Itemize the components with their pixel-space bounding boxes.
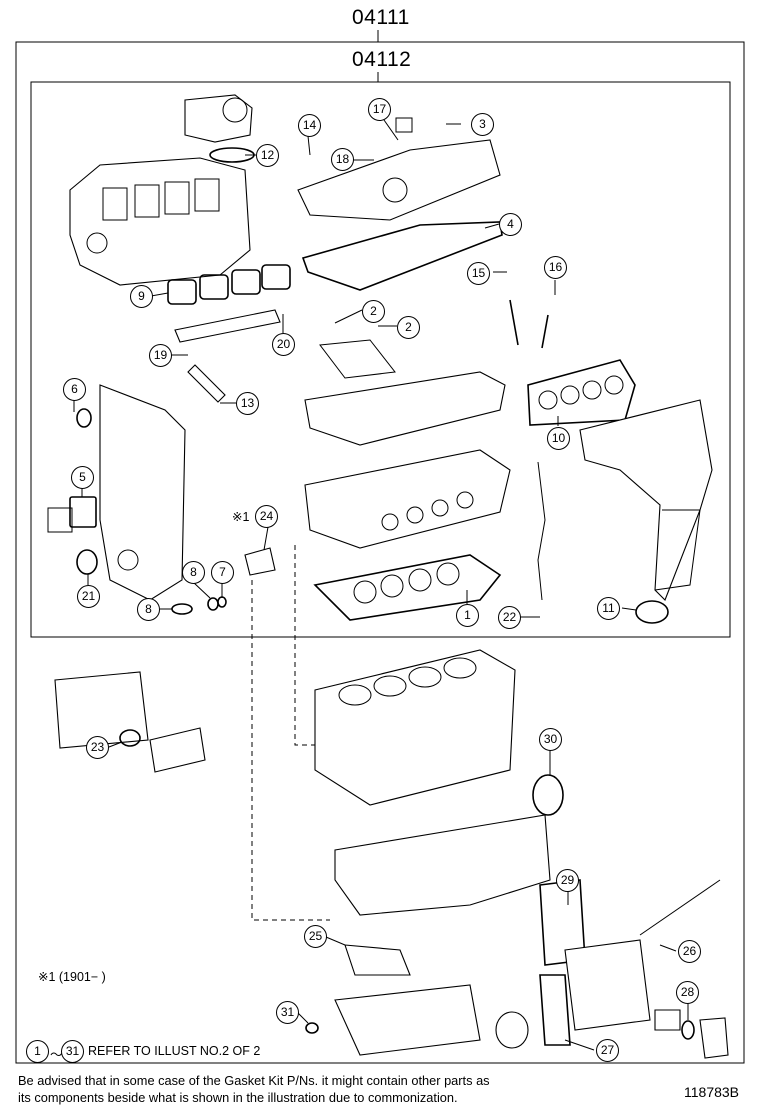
water-inlet-drawing	[699, 1017, 729, 1059]
callout-8[interactable]: 8	[182, 561, 205, 584]
throttle-body-drawing	[184, 94, 253, 143]
refer-range-sep: 〜	[50, 1048, 63, 1062]
refer-note: REFER TO ILLUST NO.2 OF 2	[88, 1044, 261, 1058]
seal-21-drawing	[76, 549, 98, 575]
o-ring-8-drawing	[171, 603, 193, 615]
water-pump-drawing	[564, 939, 651, 1031]
bracket-drawing	[149, 727, 206, 773]
gasket-5-drawing	[69, 496, 97, 528]
cylinder-block-drawing	[314, 649, 516, 806]
callout-20[interactable]: 20	[272, 333, 295, 356]
head-gasket-1-drawing	[313, 554, 502, 621]
callout-1[interactable]: 1	[456, 604, 479, 627]
pipe-26-drawing	[639, 879, 721, 936]
illustration-number: 118783B	[684, 1084, 740, 1100]
footer-advisory-line1: Be advised that in some case of the Gask…	[18, 1073, 490, 1088]
seal-23-drawing	[119, 729, 141, 747]
fuel-rail-drawing	[174, 309, 281, 343]
callout-28[interactable]: 28	[676, 981, 699, 1004]
camshaft-housing-drawing	[304, 339, 506, 446]
callout-24[interactable]: 24	[255, 505, 278, 528]
callout-9[interactable]: 9	[130, 285, 153, 308]
injector-drawing	[187, 364, 226, 403]
callout-29[interactable]: 29	[556, 869, 579, 892]
refer-range-end: 31	[61, 1040, 84, 1063]
intake-manifold-drawing	[69, 157, 251, 286]
callout-7[interactable]: 7	[211, 561, 234, 584]
valve-cover-drawing	[297, 117, 501, 221]
gasket-11-drawing	[635, 600, 669, 624]
callout-23[interactable]: 23	[86, 736, 109, 759]
callout-8b[interactable]: 8	[137, 598, 160, 621]
strainer-25-drawing	[344, 944, 411, 976]
cylinder-head-drawing	[304, 449, 511, 549]
callout-18[interactable]: 18	[331, 148, 354, 171]
callout-31[interactable]: 31	[276, 1001, 299, 1024]
callout-2[interactable]: 2	[362, 300, 385, 323]
callout-13[interactable]: 13	[236, 392, 259, 415]
callout-26[interactable]: 26	[678, 940, 701, 963]
inner-kit-frame	[30, 81, 731, 638]
exhaust-gasket-10-drawing	[527, 359, 636, 426]
inner-kit-number: 04112	[352, 48, 412, 71]
o-ring-8b-drawing	[207, 597, 219, 611]
callout-3[interactable]: 3	[471, 113, 494, 136]
refer-range-start: 1	[26, 1040, 49, 1063]
dashed-leader	[294, 545, 315, 746]
outer-kit-frame	[15, 41, 745, 1064]
gasket-5b-drawing	[47, 507, 73, 533]
dipstick-tube-drawing	[537, 461, 546, 601]
intake-gaskets-9-drawing	[167, 264, 291, 305]
outer-kit-number: 04111	[352, 6, 410, 29]
dashed-leader	[251, 580, 330, 921]
oil-pan-lower-drawing	[334, 984, 481, 1056]
seal-6-drawing	[76, 408, 92, 428]
valve-drawing	[541, 314, 549, 349]
callout-10[interactable]: 10	[547, 427, 570, 450]
callout-16[interactable]: 16	[544, 256, 567, 279]
callout-2b[interactable]: 2	[397, 316, 420, 339]
callout-15[interactable]: 15	[467, 262, 490, 285]
footer-advisory-line2: its components beside what is shown in t…	[18, 1090, 458, 1105]
sensor-24-drawing	[244, 547, 276, 576]
note-star1-range: ※1 (1901− )	[38, 970, 106, 984]
callout-22[interactable]: 22	[498, 606, 521, 629]
callout-27[interactable]: 27	[596, 1039, 619, 1062]
callout-12[interactable]: 12	[256, 144, 279, 167]
note-star1-marker: ※1	[232, 510, 250, 524]
gasket-28-drawing	[681, 1020, 695, 1040]
valve-drawing	[509, 299, 519, 346]
callout-30[interactable]: 30	[539, 728, 562, 751]
rear-cover-drawing	[54, 671, 149, 749]
seal-30-drawing	[532, 774, 564, 816]
drain-plug-31-drawing	[305, 1022, 319, 1034]
callout-14[interactable]: 14	[298, 114, 321, 137]
exhaust-manifold-drawing	[579, 399, 713, 601]
callout-21[interactable]: 21	[77, 585, 100, 608]
timing-cover-drawing	[99, 384, 186, 601]
oil-filter-drawing	[495, 1011, 529, 1049]
callout-19[interactable]: 19	[149, 344, 172, 367]
thermostat-drawing	[654, 1009, 681, 1031]
o-ring-7-drawing	[217, 596, 227, 608]
callout-25[interactable]: 25	[304, 925, 327, 948]
callout-11[interactable]: 11	[597, 597, 620, 620]
callout-17[interactable]: 17	[368, 98, 391, 121]
gasket-27-drawing	[539, 974, 571, 1046]
callout-4[interactable]: 4	[499, 213, 522, 236]
valve-cover-gasket-4-drawing	[301, 221, 503, 291]
leader-lines	[73, 119, 689, 1051]
callout-5[interactable]: 5	[71, 466, 94, 489]
oil-pan-upper-drawing	[334, 814, 551, 916]
callout-6[interactable]: 6	[63, 378, 86, 401]
